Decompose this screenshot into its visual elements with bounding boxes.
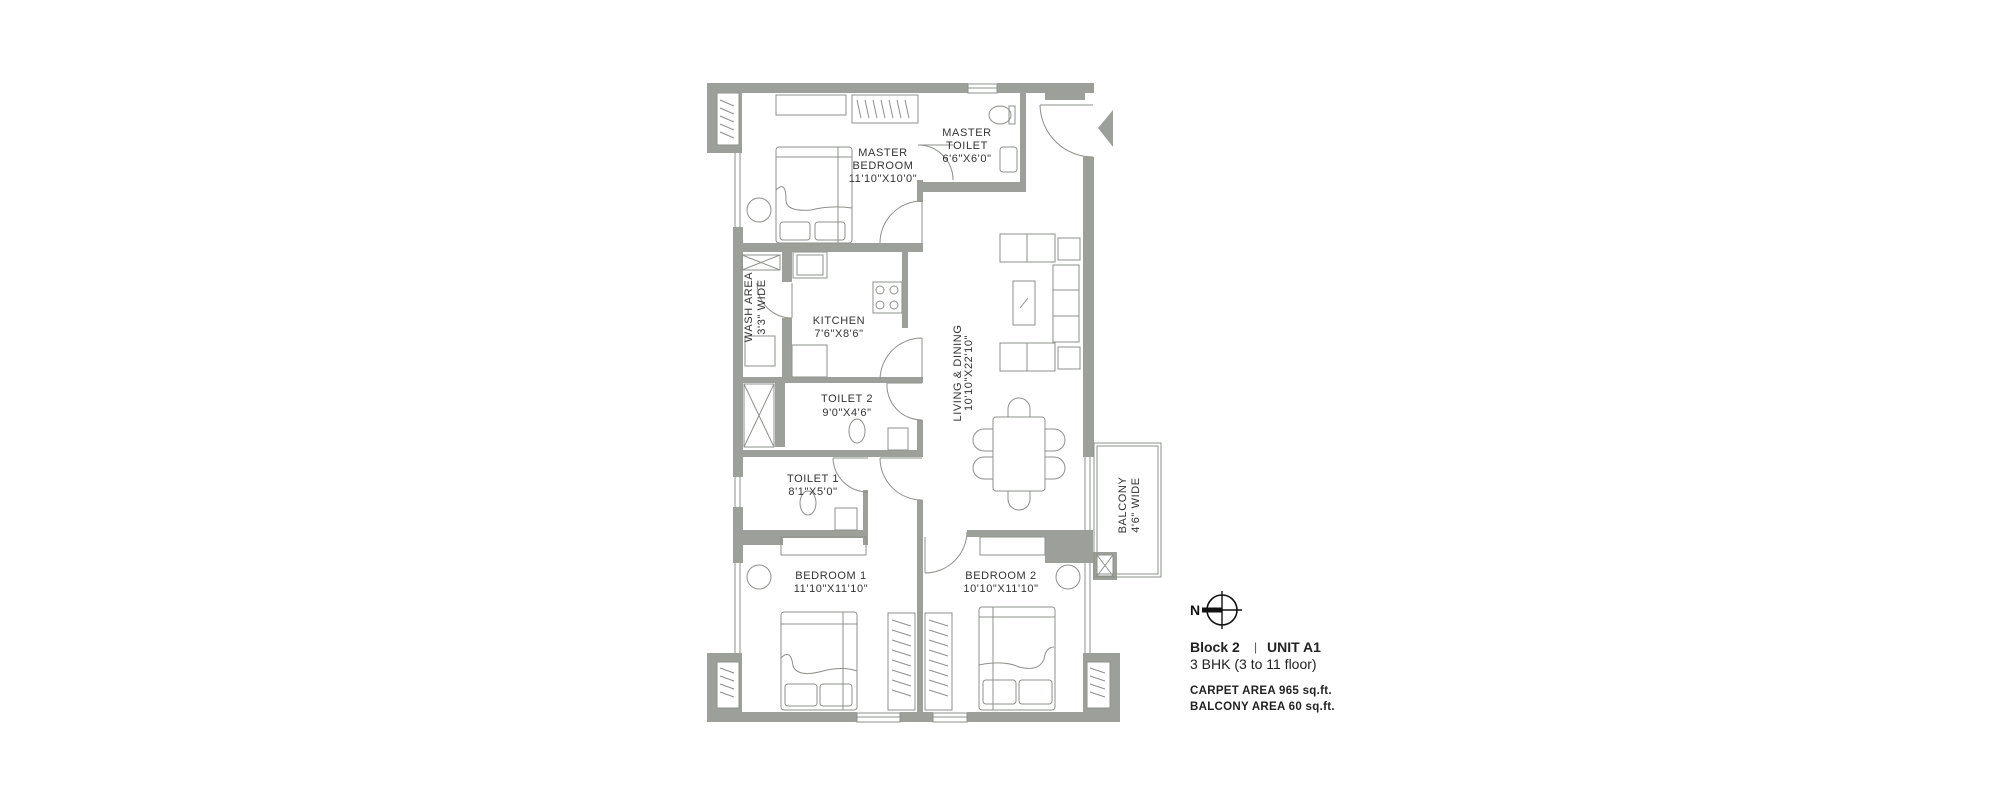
- bedroom-2-bed: [978, 606, 1056, 711]
- toilet-1-size: 8'1"X5'0": [788, 486, 837, 498]
- sofa-set: [999, 233, 1081, 372]
- room-labels: MASTER BEDROOM 11'10"X10'0" MASTER TOILE…: [743, 127, 1142, 595]
- windows: [734, 83, 1091, 723]
- master-bedroom-label-2: BEDROOM: [852, 160, 913, 172]
- kitchen-label: KITCHEN: [813, 315, 865, 327]
- furniture: [741, 94, 1081, 711]
- living-dining-label: LIVING & DINING: [952, 324, 964, 421]
- entrance-arrow-icon: [1098, 110, 1113, 147]
- unit-info: Block 2 | UNIT A1 3 BHK (3 to 11 floor) …: [1190, 639, 1335, 713]
- master-toilet-label-2: TOILET: [946, 140, 988, 152]
- north-arrow: N: [1190, 591, 1242, 629]
- bedroom-2-label: BEDROOM 2: [965, 570, 1036, 582]
- living-dining-size: 10'10"X22'10": [963, 335, 975, 411]
- master-wardrobe: [851, 94, 919, 124]
- bedroom-1-label: BEDROOM 1: [795, 570, 866, 582]
- window-planters: [716, 92, 1114, 709]
- balcony-label: BALCONY: [1117, 477, 1129, 534]
- master-bedroom-label: MASTER: [858, 147, 907, 159]
- unit-type: 3 BHK (3 to 11 floor): [1190, 656, 1317, 672]
- block-label: Block 2: [1190, 639, 1240, 655]
- bedroom-1-size: 11'10"X11'10": [794, 583, 868, 595]
- bedroom-1-bed: [780, 611, 858, 711]
- toilet-1-label: TOILET 1: [787, 473, 839, 485]
- toilet-2-label: TOILET 2: [821, 393, 873, 405]
- bedroom-1-wardrobe: [887, 612, 916, 711]
- master-toilet-label: MASTER: [942, 127, 991, 139]
- balcony-area: BALCONY AREA 60 sq.ft.: [1190, 701, 1335, 713]
- info-separator: |: [1254, 640, 1257, 654]
- master-bed: [775, 146, 853, 244]
- north-label: N: [1190, 602, 1200, 618]
- balcony: [1093, 442, 1162, 578]
- master-chair: [746, 197, 772, 223]
- wash-area-size: 3'3" WIDE: [756, 279, 768, 334]
- kitchen-size: 7'6"X8'6": [814, 328, 863, 340]
- balcony-size: 4'6" WIDE: [1130, 477, 1142, 532]
- master-bedroom-size: 11'10"X10'0": [849, 173, 918, 185]
- bedroom-2-wardrobe: [924, 612, 953, 711]
- doors: [756, 104, 1094, 574]
- master-toilet-size: 6'6"X6'0": [942, 153, 991, 165]
- dining-table: [972, 397, 1066, 511]
- unit-label: UNIT A1: [1267, 639, 1321, 655]
- bedroom-2-size: 10'10"X11'10": [963, 583, 1038, 595]
- toilet-2-size: 9'0"X4'6": [822, 407, 871, 419]
- wash-area-label: WASH AREA: [743, 272, 755, 342]
- carpet-area: CARPET AREA 965 sq.ft.: [1190, 685, 1332, 697]
